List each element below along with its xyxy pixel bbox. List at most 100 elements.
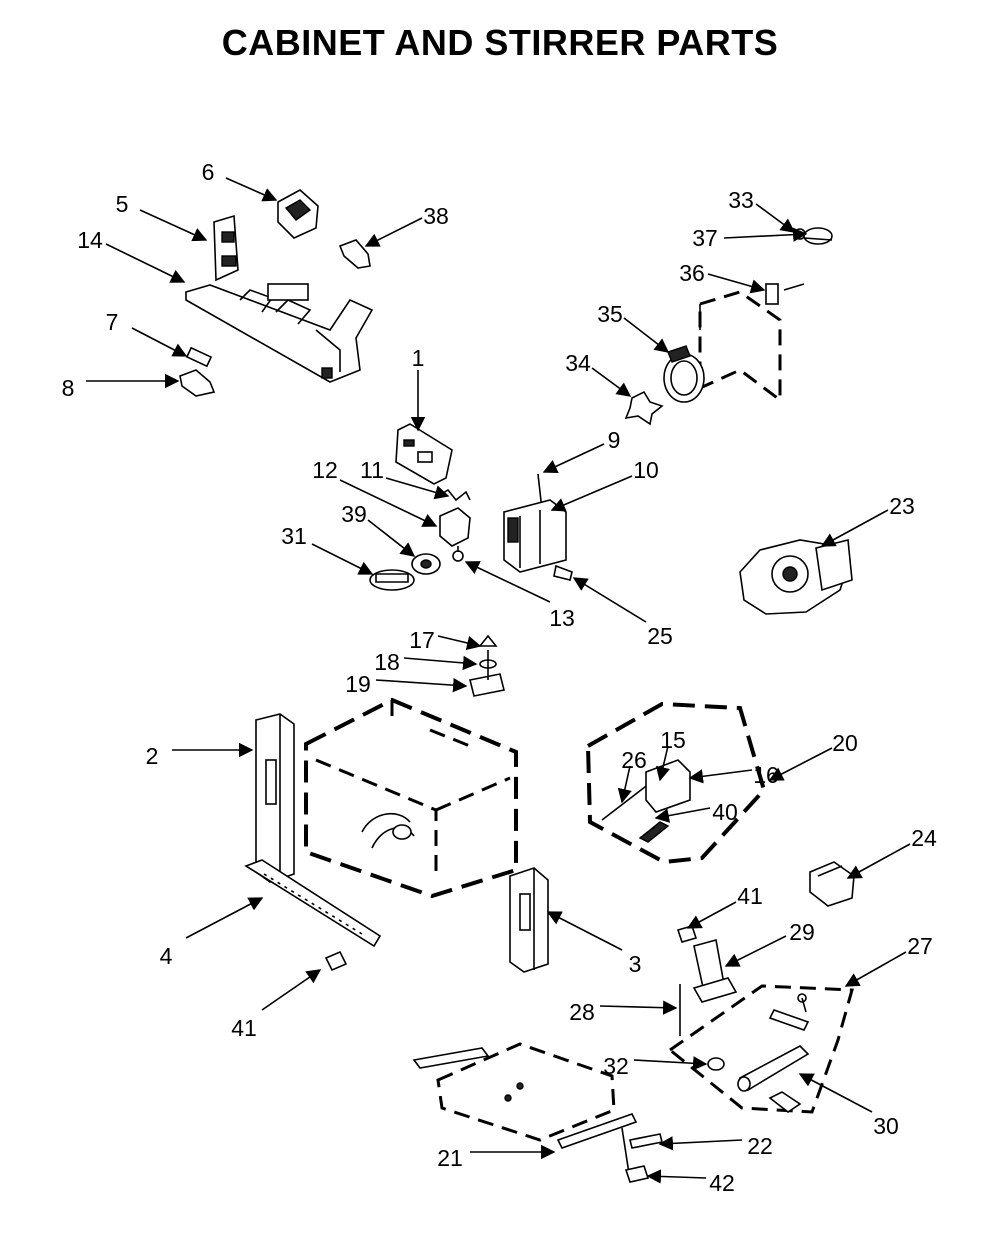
callout-15: 15: [655, 727, 686, 782]
vent-grille-part: [244, 859, 382, 948]
control-board-part: [395, 423, 453, 485]
callout-22: 22: [658, 1133, 773, 1159]
part-number-label: 4: [160, 943, 173, 969]
part-number-label: 7: [106, 309, 119, 335]
leader-arrow: [385, 477, 450, 500]
callout-28: 28: [569, 999, 678, 1025]
callout-35: 35: [597, 301, 670, 353]
leader-arrow: [688, 769, 753, 784]
callout-38: 38: [364, 203, 449, 247]
page-title: CABINET AND STIRRER PARTS: [221, 22, 779, 63]
stirrer-bracket-part: [698, 283, 805, 403]
leader-arrow: [723, 227, 808, 242]
part-number-label: 35: [597, 301, 623, 327]
leader-arrow: [654, 807, 711, 823]
leader-arrow: [139, 209, 208, 242]
callout-31: 31: [281, 523, 374, 575]
part-number-label: 36: [679, 260, 705, 286]
grommet-part: [411, 553, 441, 575]
callout-18: 18: [374, 649, 478, 675]
callout-30: 30: [798, 1073, 899, 1139]
callout-39: 39: [341, 501, 416, 557]
leader-arrow: [464, 561, 551, 603]
part-number-label: 37: [692, 225, 718, 251]
leader-arrow: [707, 273, 766, 294]
thermal-switch-part: [794, 227, 833, 245]
stirrer-blade-part: [624, 390, 664, 426]
callout-23: 23: [820, 493, 915, 547]
part-number-label: 18: [374, 649, 400, 675]
callout-19: 19: [345, 671, 468, 697]
door-latch-assembly-part: [667, 984, 854, 1114]
relay-board-part: [213, 214, 239, 282]
fuse-holder-part: [179, 369, 216, 397]
left-panel-part: [255, 713, 295, 883]
leader-arrow: [546, 911, 623, 951]
leader-arrow: [768, 747, 833, 781]
callout-37: 37: [692, 225, 808, 251]
part-number-label: 38: [423, 203, 449, 229]
part-number-label: 6: [202, 159, 215, 185]
leader-arrow: [339, 479, 438, 527]
part-number-label: 34: [565, 350, 591, 376]
callout-20: 20: [768, 730, 858, 781]
callout-25: 25: [572, 577, 673, 649]
callout-40: 40: [654, 799, 738, 825]
transformer-part: [503, 473, 567, 573]
leader-arrow: [724, 935, 787, 967]
stirrer-cover-parts: [469, 634, 505, 697]
callout-27: 27: [844, 933, 933, 987]
fuse-part: [185, 346, 213, 368]
leader-arrow: [550, 475, 633, 512]
callout-34: 34: [565, 350, 632, 397]
part-number-label: 41: [737, 883, 763, 909]
hinge-rod-part: [737, 1045, 810, 1113]
callout-24: 24: [846, 825, 937, 879]
callout-10: 10: [550, 457, 659, 512]
leader-arrow: [633, 1056, 708, 1071]
leader-arrow: [572, 577, 647, 623]
leader-arrow: [225, 177, 278, 202]
leader-arrow: [617, 765, 632, 804]
part-number-label: 12: [312, 457, 338, 483]
leader-arrow: [185, 897, 264, 939]
callout-41: 41: [231, 969, 322, 1041]
part-number-label: 25: [647, 623, 673, 649]
part-number-label: 27: [907, 933, 933, 959]
part-number-label: 31: [281, 523, 307, 549]
callout-11: 11: [360, 457, 450, 500]
leader-arrow: [846, 843, 911, 879]
part-number-label: 40: [712, 799, 738, 825]
thermostat-part: [369, 569, 415, 591]
pin-part: [707, 1057, 725, 1071]
part-number-label: 22: [747, 1133, 773, 1159]
leader-arrow: [591, 367, 632, 397]
cabinet-cavity-part: [304, 697, 518, 899]
part-number-label: 2: [146, 743, 159, 769]
right-panel-part: [509, 867, 549, 973]
leader-arrow: [655, 745, 670, 782]
leader-arrow: [105, 243, 186, 283]
leader-arrow: [599, 1000, 678, 1015]
leader-arrow: [261, 969, 322, 1011]
callout-12: 12: [312, 457, 438, 527]
part-number-label: 10: [633, 457, 659, 483]
part-number-label: 42: [709, 1170, 735, 1196]
leader-arrow: [820, 509, 889, 547]
leader-arrow: [686, 901, 737, 929]
callout-13: 13: [464, 561, 575, 631]
relay-part: [809, 861, 855, 907]
callout-41: 41: [686, 883, 763, 929]
part-number-label: 19: [345, 671, 371, 697]
leader-arrow: [646, 1169, 707, 1184]
callout-14: 14: [77, 227, 186, 283]
part-number-label: 23: [889, 493, 915, 519]
callout-2: 2: [146, 742, 254, 769]
part-number-label: 26: [621, 747, 647, 773]
part-number-label: 21: [437, 1145, 463, 1171]
callout-32: 32: [603, 1053, 708, 1079]
screw-part: [553, 564, 573, 581]
part-illustrations: [179, 189, 855, 1183]
callout-5: 5: [116, 191, 208, 242]
screw-left-part: [324, 950, 348, 972]
